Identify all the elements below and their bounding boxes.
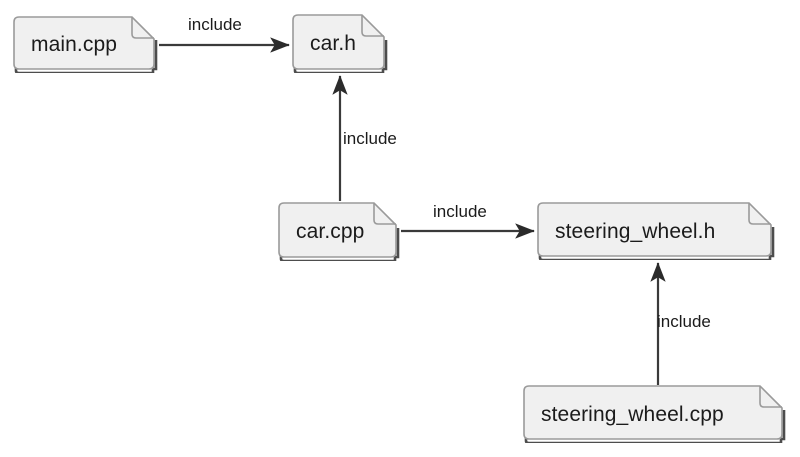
node-steering-wheel-cpp[interactable]: steering_wheel.cpp [522,385,786,443]
node-car-cpp[interactable]: car.cpp [277,202,400,261]
file-node-shape [278,202,400,261]
node-label: main.cpp [31,33,118,56]
file-node-shape [292,14,388,73]
edge-label-car-cpp-to-steering-wheel-h: include [433,202,487,221]
node-label: steering_wheel.cpp [541,402,724,426]
file-node-shape [13,16,158,73]
file-node-shape [523,385,786,443]
node-car-h[interactable]: car.h [291,14,388,73]
node-label: car.cpp [296,220,365,243]
node-steering-wheel-h[interactable]: steering_wheel.h [536,202,775,260]
node-main-cpp[interactable]: main.cpp [12,16,158,73]
node-label: steering_wheel.h [555,219,716,243]
edge-label-car-cpp-to-car-h: include [343,129,397,148]
edge-label-main-cpp-to-car-h: include [188,15,242,34]
edge-label-steering-wheel-cpp-to-steering-wheel-h: include [657,312,711,331]
node-label: car.h [310,32,357,55]
file-node-shape [537,202,775,260]
